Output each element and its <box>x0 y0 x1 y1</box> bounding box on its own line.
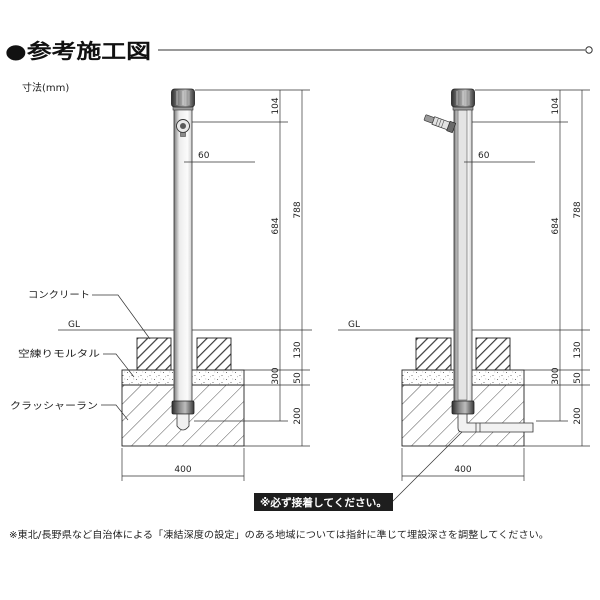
dim-post-depth: 300 <box>551 367 561 384</box>
adhesive-warning: ※必ず接着してください。 <box>254 431 463 511</box>
dim-crusher-run-depth: 200 <box>573 407 583 424</box>
dim-base-width: 400 <box>454 465 471 475</box>
crusher-run-leader <box>101 404 129 421</box>
post-base-nut <box>171 400 195 415</box>
dim-height-above-ground: 788 <box>293 201 303 218</box>
mortar-leader <box>103 353 135 378</box>
post-base-nut <box>451 400 475 415</box>
warning-leader <box>391 431 463 503</box>
concrete-block-left <box>415 337 452 371</box>
dim-concrete-depth: 130 <box>573 341 583 358</box>
post-body <box>173 107 193 403</box>
dim-faucet-to-ground: 684 <box>551 217 561 234</box>
drain-fitting <box>176 413 190 431</box>
dim-base-width: 400 <box>174 465 191 475</box>
crusher-run-label: クラッシャーラン <box>10 401 98 412</box>
page-title: ●参考施工図 <box>5 39 151 63</box>
ground-section: GL <box>338 320 590 447</box>
side-view-diagram: GL <box>338 88 590 481</box>
faucet-thread <box>438 119 442 127</box>
dim-mortar-depth: 50 <box>293 372 303 384</box>
concrete-label: コンクリート <box>28 290 90 301</box>
title-rule-end-circle <box>585 46 593 54</box>
page-header: ●参考施工図 寸法(mm) <box>5 39 593 94</box>
faucet-thread <box>441 120 445 128</box>
dimension-labels: 104 60 684 788 130 300 50 200 400 <box>454 97 583 475</box>
post-inner-channel <box>457 109 468 401</box>
concrete-block-left <box>136 337 172 371</box>
dim-faucet-offset: 60 <box>478 151 490 161</box>
faucet-tip <box>423 114 435 124</box>
dim-concrete-depth: 130 <box>293 341 303 358</box>
dimension-lines <box>401 89 590 481</box>
dim-top-to-faucet: 104 <box>551 97 561 114</box>
units-label: 寸法(mm) <box>22 81 69 94</box>
front-view-diagram: GL <box>10 88 312 481</box>
mortar-label: 空練りモルタル <box>18 348 101 360</box>
dim-crusher-run-depth: 200 <box>293 407 303 424</box>
faucet-nozzle <box>423 114 457 134</box>
concrete-block-right <box>475 337 511 371</box>
faucet-thread <box>435 117 439 126</box>
material-labels: コンクリート 空練りモルタル クラッシャーラン <box>10 290 151 421</box>
installation-note: ※東北/長野県など自治体による「凍結深度の設定」のある地域については指針に準じて… <box>9 529 549 541</box>
faucet-outlet-stem <box>180 132 186 137</box>
dim-faucet-to-ground: 684 <box>271 217 281 234</box>
dim-mortar-depth: 50 <box>573 372 583 384</box>
warning-text: ※必ず接着してください。 <box>260 496 387 509</box>
dim-height-above-ground: 788 <box>573 201 583 218</box>
supply-pipe <box>457 413 534 433</box>
concrete-block-right <box>196 337 232 371</box>
dim-faucet-offset: 60 <box>198 151 210 161</box>
warning-box <box>254 493 393 511</box>
ground-level-label: GL <box>348 320 360 330</box>
faucet-body <box>431 116 451 131</box>
dim-top-to-faucet: 104 <box>271 97 281 114</box>
dimension-lines <box>121 89 310 481</box>
dim-post-depth: 300 <box>271 367 281 384</box>
water-post-side <box>423 88 535 433</box>
water-post <box>171 88 255 431</box>
ground-level-label: GL <box>68 320 80 330</box>
concrete-leader <box>92 294 151 340</box>
dimension-labels: 104 60 684 788 130 300 50 200 400 <box>174 97 303 475</box>
faucet-outlet <box>176 119 190 137</box>
faucet-outlet-core <box>180 123 186 129</box>
